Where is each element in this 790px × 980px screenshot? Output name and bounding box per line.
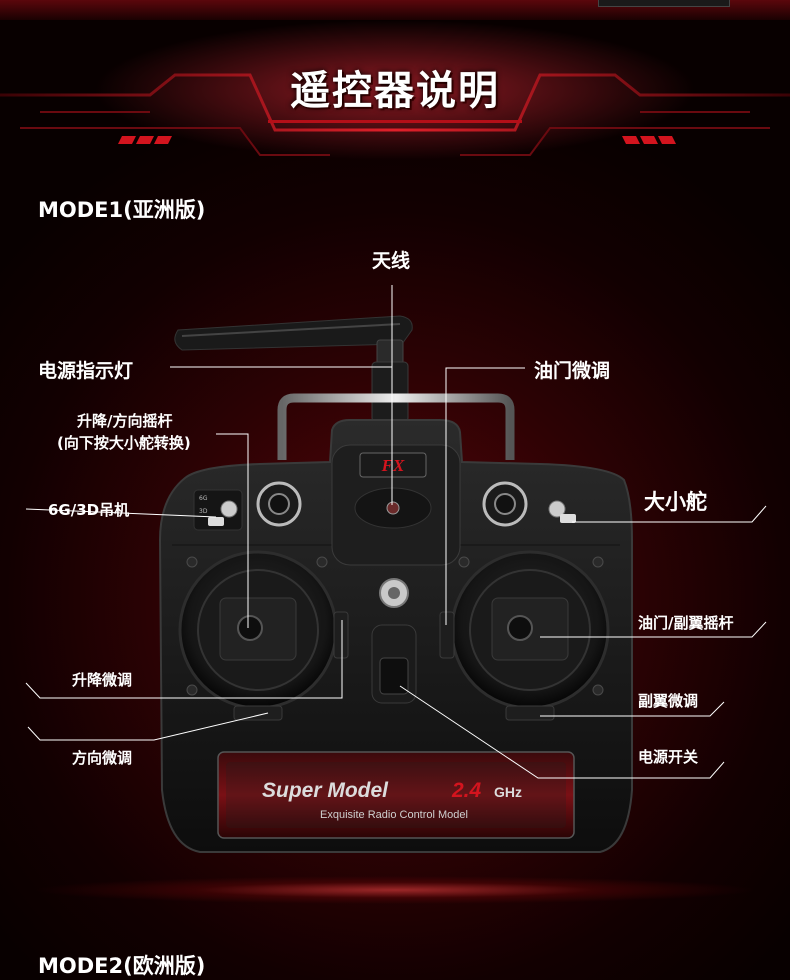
label-elevator-rudder-stick: 升降/方向摇杆 [77, 412, 173, 430]
top-bar-gradient [0, 0, 790, 20]
throttle-trim-lever[interactable] [439, 611, 455, 659]
logo-badge [359, 452, 427, 478]
logo-text: FX [381, 456, 405, 475]
label-aileron-trim: 副翼微调 [638, 692, 699, 710]
top-tab-decoration [598, 0, 730, 7]
header-frame-decoration [0, 20, 790, 160]
label-antenna: 天线 [372, 250, 411, 272]
tagline: Exquisite Radio Control Model [320, 809, 468, 821]
frequency-unit: GHz [494, 784, 522, 800]
label-dual-rate-hint: (向下按大小舵转换) [57, 434, 191, 452]
label-6g3d-mode: 6G/3D吊机 [48, 501, 130, 519]
switch-label-6g: 6G [199, 495, 208, 502]
left-stick-gimbal[interactable] [178, 550, 338, 710]
brand-name: Super Model [262, 779, 389, 802]
rudder-trim-lever[interactable] [233, 705, 283, 721]
label-power-switch: 电源开关 [638, 748, 699, 766]
label-power-indicator: 电源指示灯 [38, 360, 134, 382]
switch-label-3d: 3D [199, 508, 208, 515]
top-bar [0, 0, 790, 20]
label-throttle-aileron-stick: 油门/副翼摇杆 [638, 614, 734, 632]
label-dual-rate: 大小舵 [644, 490, 707, 514]
right-stick-gimbal[interactable] [450, 550, 610, 710]
page-title: 遥控器说明 [290, 68, 500, 114]
label-elevator-trim: 升降微调 [72, 671, 133, 689]
power-led [386, 501, 400, 515]
carry-handle [277, 393, 515, 460]
dual-rate-switch[interactable] [548, 500, 576, 523]
section-title-mode2: MODE2(欧洲版) [38, 954, 206, 978]
nameplate: Super Model 2.4 GHz Exquisite Radio Cont… [217, 751, 575, 839]
frequency-value: 2.4 [451, 779, 482, 802]
aileron-trim-lever[interactable] [505, 705, 555, 721]
power-switch[interactable] [379, 657, 409, 695]
elevator-trim-lever[interactable] [333, 611, 349, 659]
label-rudder-trim: 方向微调 [72, 749, 133, 767]
label-throttle-trim: 油门微调 [534, 360, 611, 382]
section-title-mode1: MODE1(亚洲版) [38, 198, 206, 222]
antenna [174, 315, 413, 423]
callout-lines [25, 285, 767, 779]
floor-glow [0, 870, 790, 910]
mode-toggle-switch[interactable]: 6G 3D [193, 489, 243, 531]
